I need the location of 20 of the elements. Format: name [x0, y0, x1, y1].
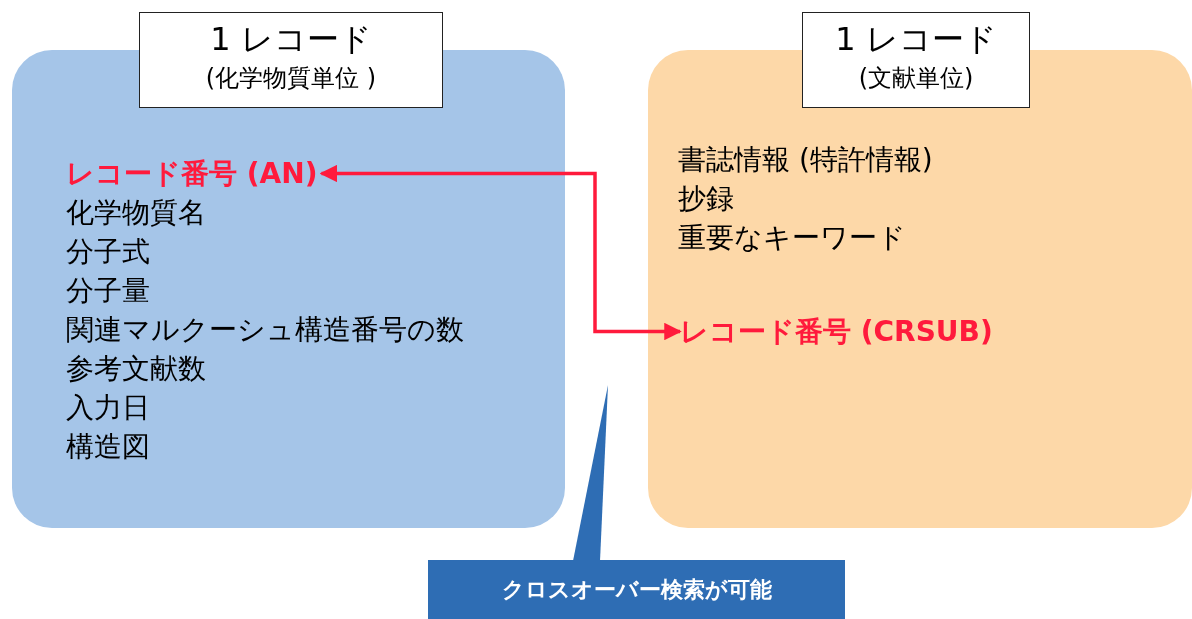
- field-item: 関連マルクーシュ構造番号の数: [66, 312, 464, 348]
- header-subtitle: (化学物質単位 ): [205, 63, 377, 94]
- field-item: 入力日: [66, 390, 150, 426]
- field-item: 書誌情報 (特許情報): [678, 142, 933, 178]
- header-title: 1 レコード: [835, 19, 997, 60]
- linked-field-item: レコード番号 (AN): [66, 154, 318, 193]
- linked-field-item: レコード番号 (CRSUB): [680, 312, 993, 351]
- field-item: 化学物質名: [66, 195, 206, 231]
- header-subtitle: (文献単位): [858, 63, 974, 94]
- double-arrow: [319, 164, 682, 341]
- field-item: 抄録: [678, 181, 734, 217]
- record-header-box: [802, 12, 1030, 108]
- callout-pointer: [573, 385, 609, 561]
- header-title: 1 レコード: [210, 19, 372, 60]
- field-item: 構造図: [66, 429, 150, 465]
- field-item: 参考文献数: [66, 351, 206, 387]
- field-item: 分子式: [66, 234, 150, 270]
- field-item: 分子量: [66, 273, 150, 309]
- record-header-box: [139, 12, 443, 108]
- field-item: 重要なキーワード: [678, 220, 906, 256]
